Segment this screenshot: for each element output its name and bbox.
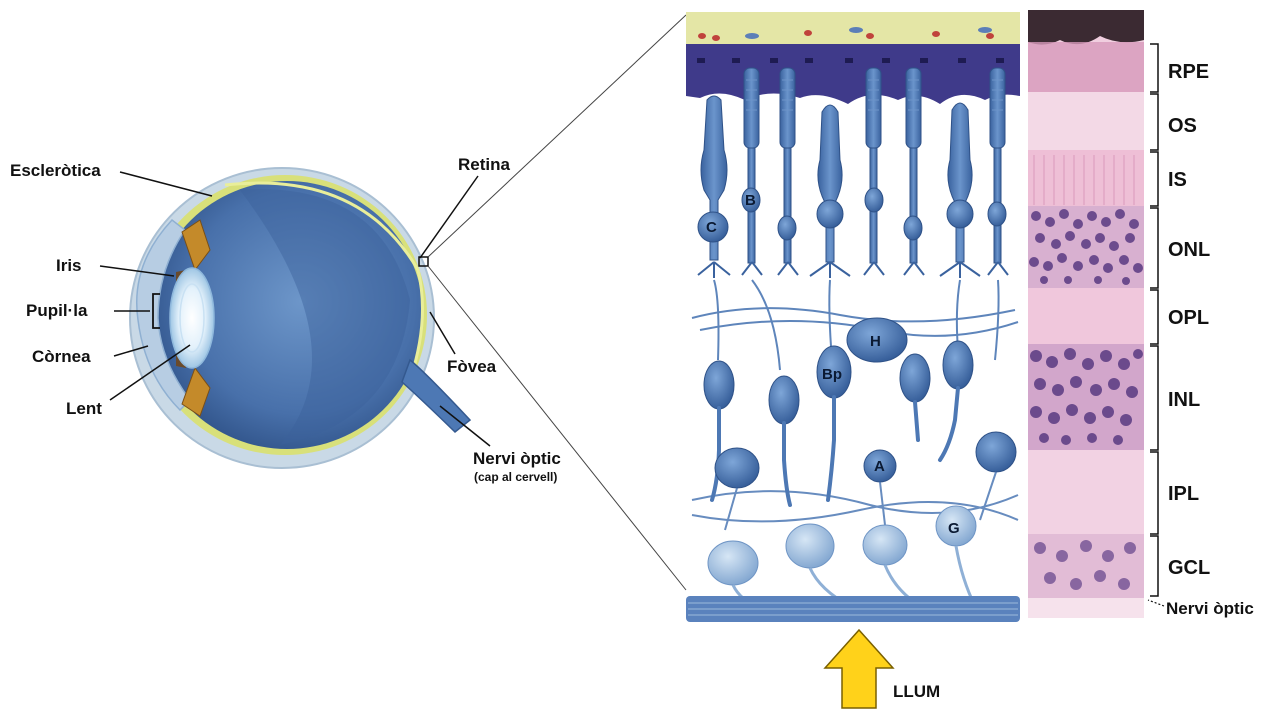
label-fovea: Fòvea <box>447 357 497 376</box>
layer-label-gcl: GCL <box>1168 557 1210 579</box>
label-rod: B <box>745 192 756 209</box>
layer-label-os: OS <box>1168 115 1197 137</box>
layer-label-rpe: RPE <box>1168 61 1209 83</box>
light-arrow: LLUM <box>825 630 940 708</box>
retina-schematic: C B H Bp A G <box>686 12 1020 622</box>
label-cone: C <box>706 219 717 236</box>
layer-labels: RPE OS IS ONL OPL INL IPL GCL Nervi òpti… <box>1148 61 1254 618</box>
label-cornea: Còrnea <box>32 347 91 366</box>
label-lens: Lent <box>66 399 102 418</box>
lens <box>170 268 214 368</box>
label-pupil: Pupil·la <box>26 301 88 320</box>
label-horizontal: H <box>870 333 881 350</box>
amacrine-cells <box>715 432 1016 488</box>
layer-label-ipl: IPL <box>1168 483 1199 505</box>
layer-label-opl: OPL <box>1168 307 1209 329</box>
eye-cross-section <box>130 168 470 468</box>
layer-label-is: IS <box>1168 169 1187 191</box>
rpe-band <box>686 44 1020 104</box>
layer-brackets <box>1150 44 1158 596</box>
label-iris: Iris <box>56 256 82 275</box>
histology-strip <box>1028 10 1144 618</box>
ganglion-cells <box>708 506 976 585</box>
label-light: LLUM <box>893 682 940 701</box>
label-bipolar: Bp <box>822 366 842 383</box>
label-ganglion: G <box>948 520 960 537</box>
label-optic-nerve-note: (cap al cervell) <box>474 470 557 484</box>
label-retina: Retina <box>458 155 511 174</box>
label-sclera: Escleròtica <box>10 161 101 180</box>
layer-label-inl: INL <box>1168 389 1200 411</box>
label-histology-optic-nerve: Nervi òptic <box>1166 599 1254 618</box>
label-optic-nerve: Nervi òptic <box>473 449 561 468</box>
label-amacrine: A <box>874 458 885 475</box>
layer-label-onl: ONL <box>1168 239 1210 261</box>
zoom-lines <box>428 15 686 590</box>
arrow-up-icon <box>825 630 893 708</box>
